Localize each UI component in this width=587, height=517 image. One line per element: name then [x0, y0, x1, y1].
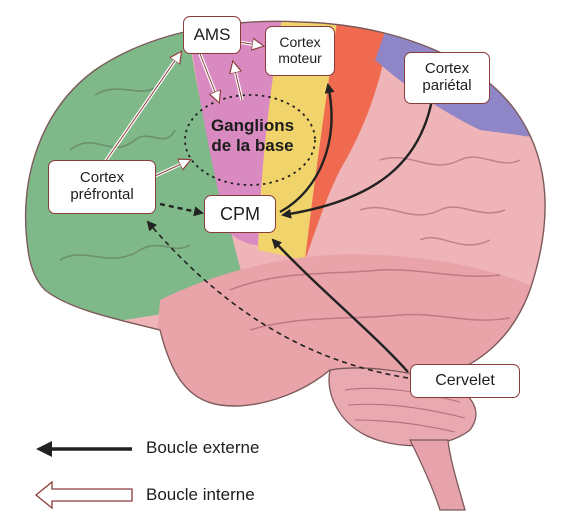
- legend-internal-label: Boucle interne: [146, 485, 255, 505]
- legend-external-arrow: [36, 441, 132, 457]
- parietal-cortex-box: Cortex pariétal: [404, 52, 490, 104]
- legend-external-label: Boucle externe: [146, 438, 259, 458]
- basal-ganglia-label: Ganglions de la base: [190, 116, 315, 155]
- cpm-box: CPM: [204, 195, 276, 233]
- prefrontal-cortex-box: Cortex préfrontal: [48, 160, 156, 214]
- ams-box: AMS: [183, 16, 241, 54]
- brainstem-shape: [410, 440, 465, 510]
- motor-cortex-box: Cortex moteur: [265, 26, 335, 76]
- cerebellum-box: Cervelet: [410, 364, 520, 398]
- legend-internal-arrow: [36, 482, 132, 508]
